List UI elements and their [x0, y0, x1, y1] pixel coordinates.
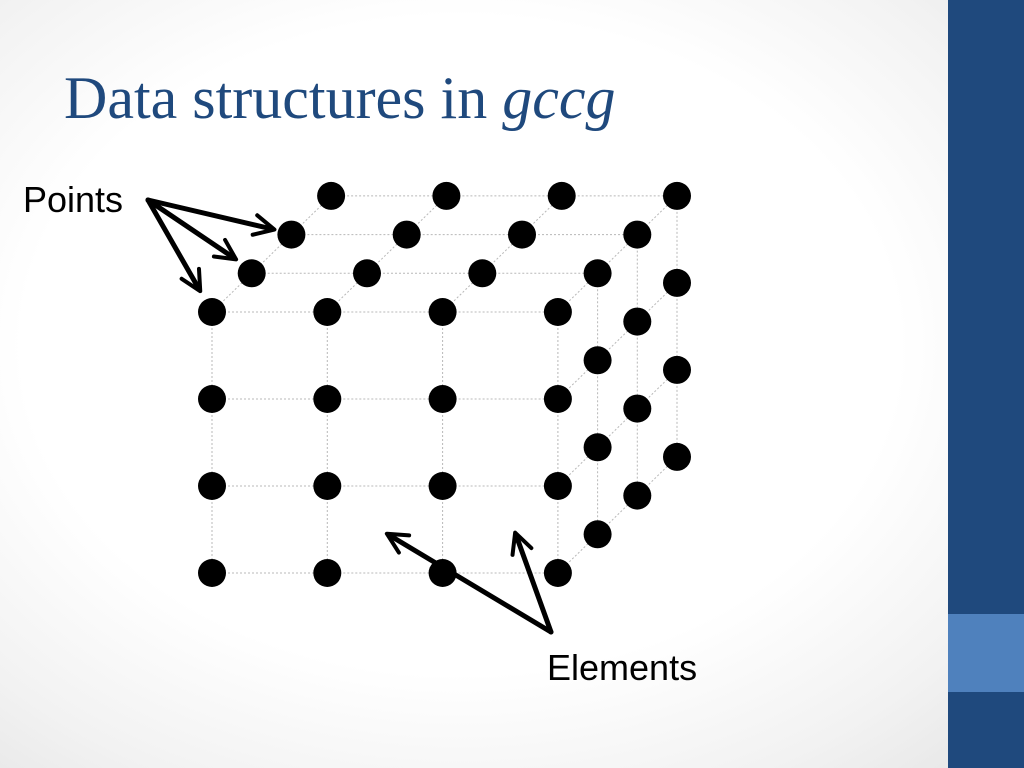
grid-point — [663, 442, 691, 471]
grid-point — [277, 220, 306, 249]
grid-lines — [211, 195, 678, 574]
grid-point — [313, 385, 342, 413]
title-main-text: Data structures in — [64, 65, 503, 131]
grid-point — [428, 298, 457, 326]
grid-point — [313, 559, 342, 587]
grid-point — [583, 520, 612, 549]
grid-point — [623, 307, 652, 336]
grid-point — [313, 472, 342, 500]
grid-point — [237, 259, 266, 288]
grid-point — [198, 559, 226, 587]
grid-point — [353, 259, 381, 288]
grid-point — [317, 181, 346, 210]
sidebar-accent-block — [948, 614, 1024, 692]
elements-arrow-1 — [384, 531, 554, 635]
grid-point — [198, 385, 226, 413]
grid-point — [583, 346, 612, 375]
points-arrow-1 — [145, 197, 277, 237]
grid-point — [198, 298, 226, 326]
grid-point — [432, 181, 461, 210]
grid-point — [428, 559, 457, 587]
grid-point — [583, 259, 612, 288]
grid-point — [583, 433, 612, 462]
points-arrow-2 — [145, 197, 239, 262]
grid-point — [623, 394, 652, 423]
title-emphasis-text: gccg — [502, 65, 616, 131]
arrows — [145, 197, 554, 635]
grid-point — [468, 259, 497, 288]
grid-point — [198, 472, 226, 500]
grid-point — [543, 559, 572, 587]
grid-point — [543, 472, 572, 500]
grid-point — [313, 298, 342, 326]
grid-point — [663, 268, 691, 297]
slide-title: Data structures in gccg — [64, 62, 615, 134]
grid-points — [198, 181, 691, 587]
elements-label: Elements — [547, 647, 698, 688]
points-label: Points — [23, 179, 124, 220]
grid-point — [428, 472, 457, 500]
grid-point — [623, 220, 652, 249]
grid-point — [428, 385, 457, 413]
grid-point — [543, 298, 572, 326]
grid-point — [623, 481, 652, 510]
grid-point — [508, 220, 536, 249]
points-arrow-3 — [145, 197, 203, 294]
grid-point — [663, 181, 691, 210]
grid-diagram — [145, 181, 691, 635]
grid-point — [543, 385, 572, 413]
elements-arrow-2 — [510, 530, 554, 635]
grid-point — [547, 181, 576, 210]
grid-point — [392, 220, 421, 249]
grid-point — [663, 355, 691, 384]
